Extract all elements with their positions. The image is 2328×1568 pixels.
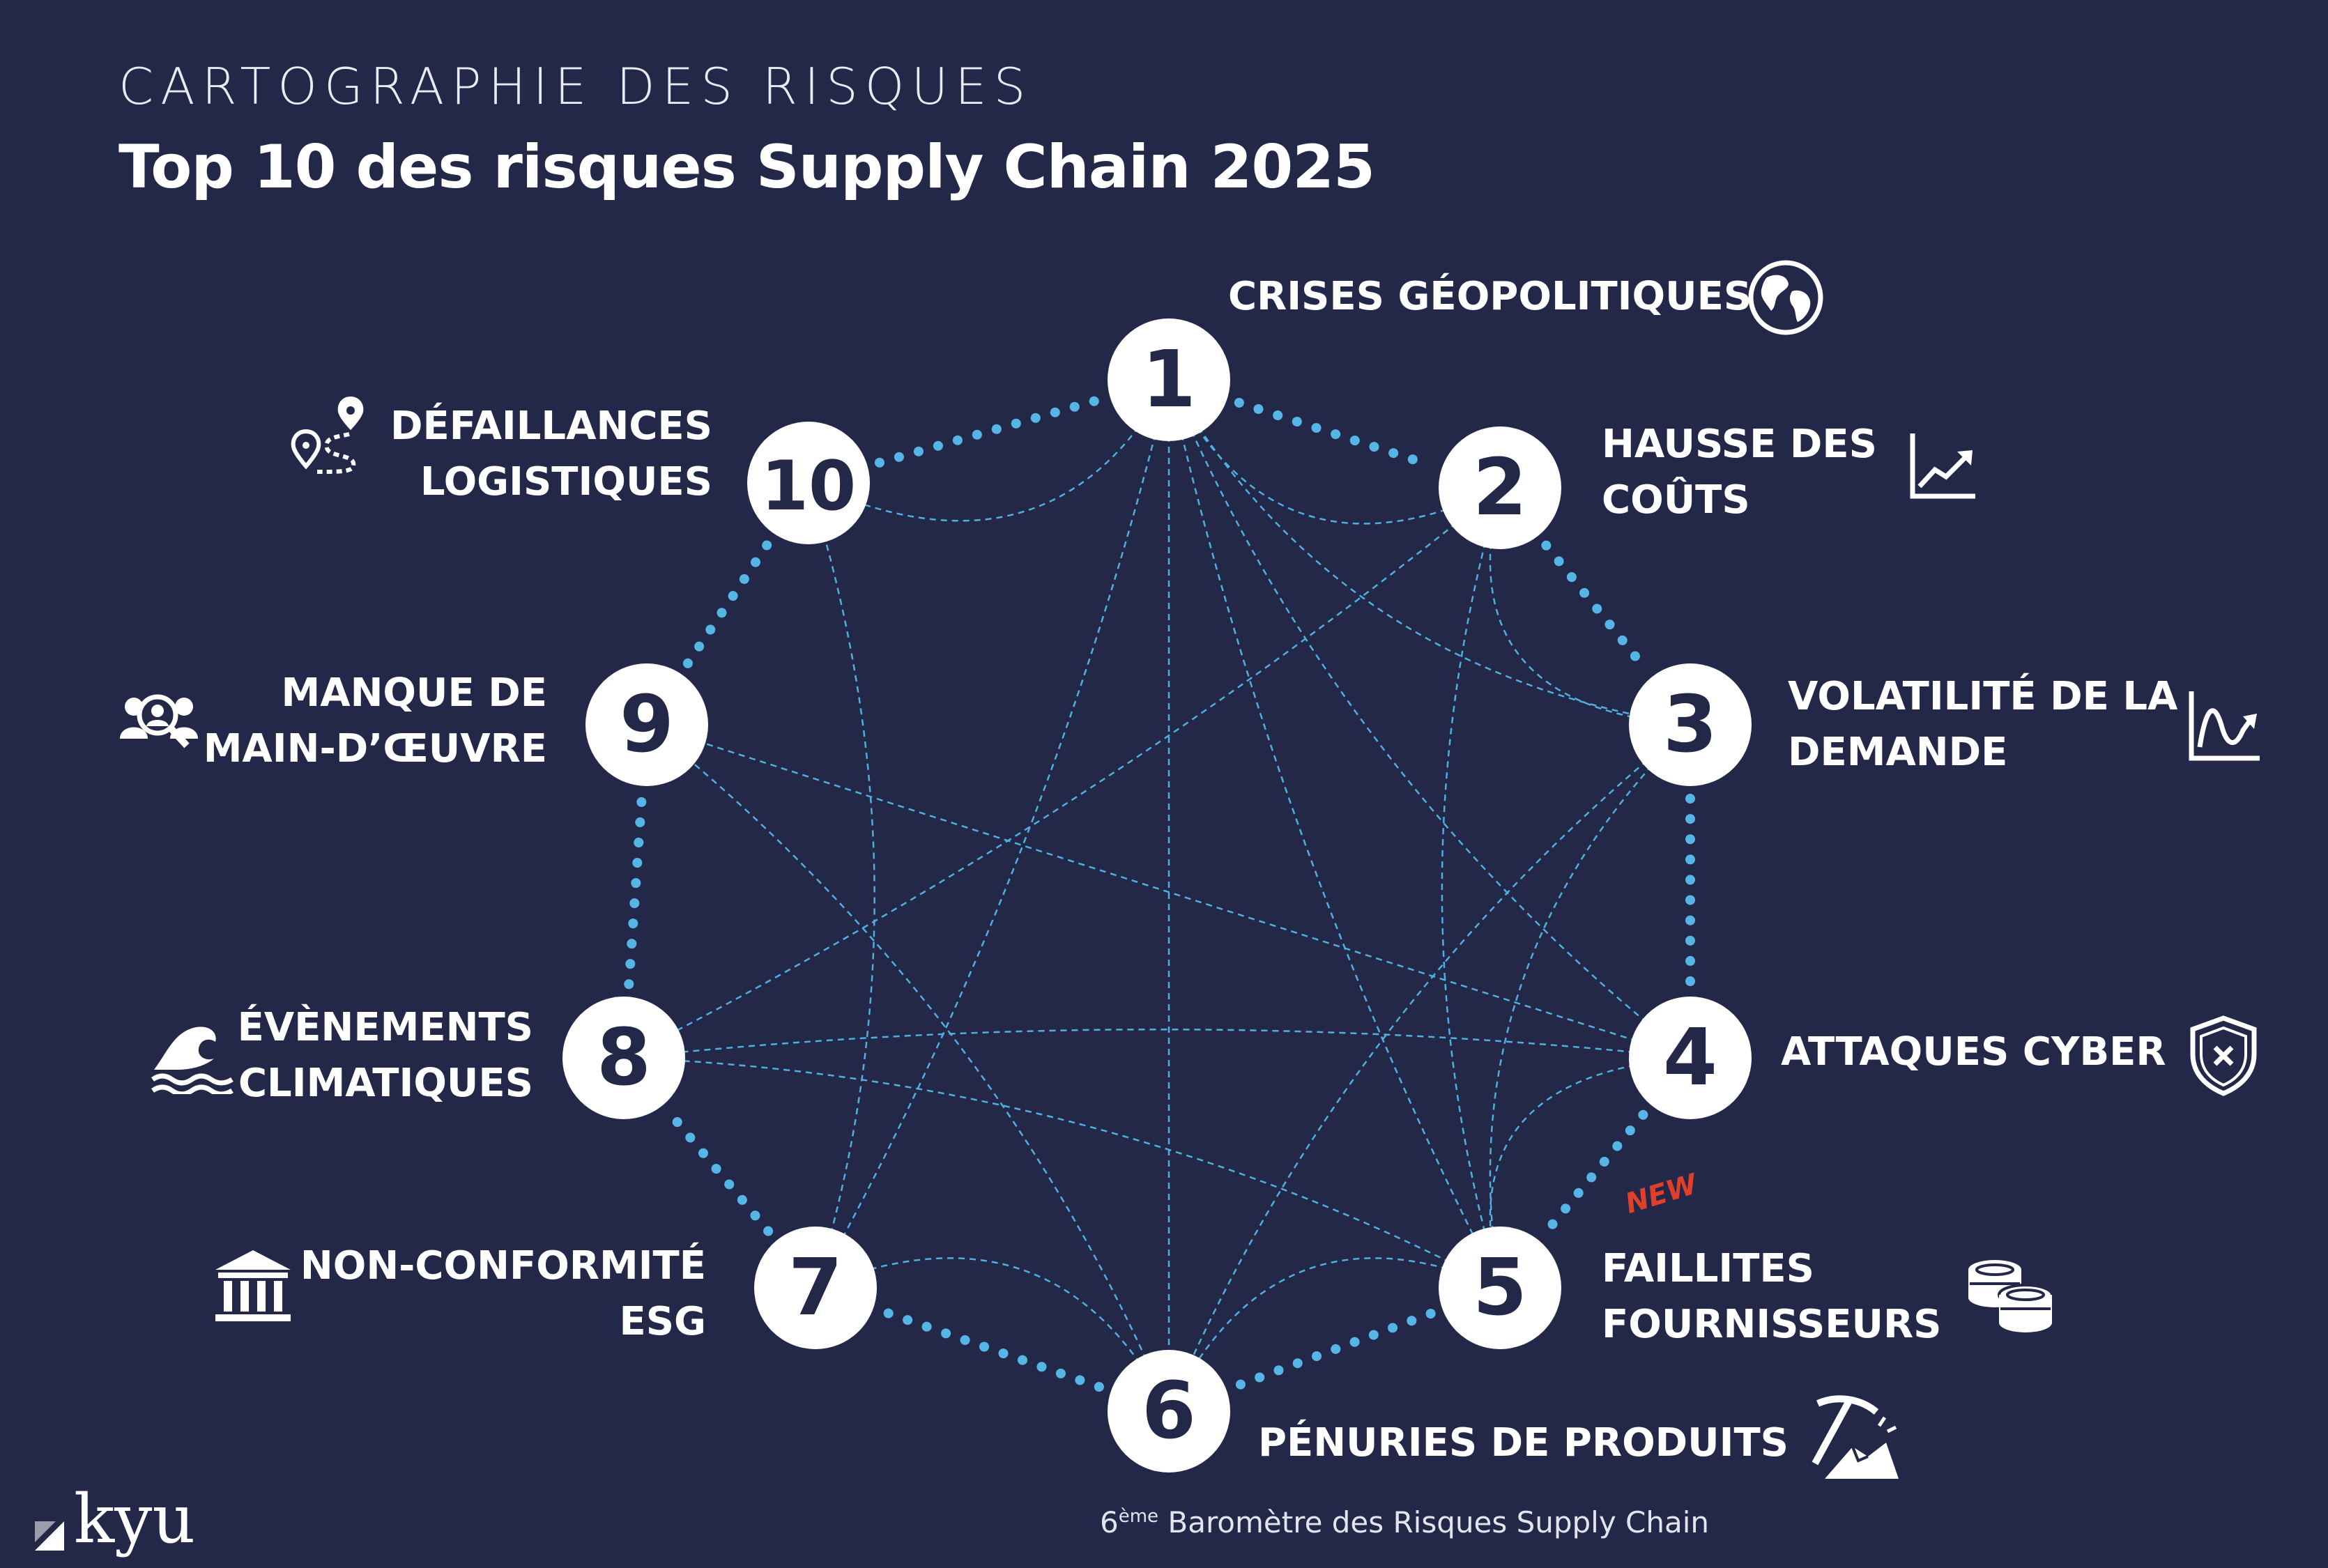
connection-5-8	[623, 1056, 1501, 1289]
risk-node-circle-8	[562, 997, 685, 1119]
risk-rank-5: 5	[1473, 1243, 1527, 1333]
connection-2-5	[1441, 487, 1501, 1289]
connection-3-6	[1167, 724, 1691, 1412]
rising-chart-icon	[1910, 433, 1975, 499]
ring-segment	[1541, 540, 1649, 672]
risk-rank-2: 2	[1473, 443, 1527, 533]
kyu-logo: kyu	[35, 1480, 196, 1558]
risk-connections	[623, 379, 1691, 1412]
connection-3-5	[1489, 724, 1691, 1289]
demand-curve-icon	[2189, 691, 2260, 761]
connection-1-5	[1167, 379, 1501, 1289]
ring-segment	[682, 539, 773, 668]
risk-node-circle-2	[1439, 426, 1561, 549]
wave-icon	[151, 1027, 233, 1094]
risk-node-circle-4	[1629, 997, 1752, 1119]
slide-title: Top 10 des risques Supply Chain 2025	[118, 132, 1375, 202]
risk-node-1: 1	[1108, 318, 1230, 441]
risk-node-5: 5	[1439, 1227, 1561, 1349]
connection-1-3	[1167, 379, 1691, 726]
risk-node-circle-10	[747, 422, 870, 544]
risk-node-3: 3	[1629, 663, 1752, 786]
risk-node-circle-6	[1108, 1350, 1230, 1473]
risk-rank-4: 4	[1663, 1013, 1717, 1103]
risk-rank-10: 10	[761, 447, 856, 526]
ring-segment	[1234, 397, 1435, 470]
connection-6-9	[646, 724, 1170, 1412]
risk-node-circle-1	[1108, 318, 1230, 441]
globe-icon	[1748, 260, 1823, 335]
connection-5-6	[1167, 1257, 1501, 1412]
ring-segment	[874, 395, 1103, 468]
connection-1-10	[808, 379, 1170, 522]
risk-node-6: 6	[1108, 1350, 1230, 1473]
risk-node-9: 9	[585, 663, 708, 786]
kyu-logo-icon	[35, 1521, 64, 1551]
shield-x-icon	[2190, 1015, 2257, 1096]
risk-node-8: 8	[562, 997, 685, 1119]
risk-node-4: 4	[1629, 997, 1752, 1119]
risk-node-circle-5	[1439, 1227, 1561, 1349]
risk-rank-9: 9	[620, 679, 674, 770]
risk-nodes: 1 2 3 4 5 6 7 8 9 10	[562, 318, 1752, 1473]
connection-4-8	[623, 1028, 1691, 1059]
risk-rank-8: 8	[597, 1013, 651, 1103]
risk-rank-3: 3	[1663, 679, 1717, 770]
connection-1-4	[1167, 379, 1691, 1059]
risk-ring	[624, 395, 1695, 1392]
risk-node-10: 10	[747, 422, 870, 544]
coins-icon	[1968, 1260, 2053, 1332]
risk-node-circle-3	[1629, 663, 1752, 786]
ring-segment	[1542, 1109, 1648, 1236]
risk-rank-7: 7	[788, 1243, 843, 1333]
risk-node-circle-7	[754, 1227, 877, 1349]
slide-kicker: CARTOGRAPHIE DES RISQUES	[118, 57, 1033, 116]
connection-1-7	[814, 379, 1170, 1289]
connection-2-8	[623, 487, 1501, 1059]
connection-4-9	[646, 723, 1691, 1059]
risk-label-6: PÉNURIES DE PRODUITS	[1258, 1420, 1789, 1466]
risk-rank-1: 1	[1142, 335, 1196, 425]
ring-segment	[880, 1307, 1104, 1392]
footer-caption: 6ème Baromètre des Risques Supply Chain	[1100, 1505, 1710, 1539]
risk-rank-6: 6	[1142, 1366, 1196, 1456]
institution-icon	[215, 1250, 291, 1321]
route-pin-icon	[291, 397, 364, 474]
risk-label-1: CRISES GÉOPOLITIQUES	[1228, 274, 1752, 319]
ring-segment	[1233, 1309, 1436, 1390]
risk-node-7: 7	[754, 1227, 877, 1349]
risk-node-2: 2	[1439, 426, 1561, 549]
risk-label-4: ATTAQUES CYBER	[1781, 1029, 2166, 1075]
ring-segment	[624, 793, 647, 990]
kyu-logo-text: kyu	[74, 1480, 196, 1558]
workforce-search-icon	[120, 694, 198, 748]
connection-7-10	[807, 482, 875, 1289]
risk-node-circle-9	[585, 663, 708, 786]
pickaxe-icon	[1812, 1395, 1899, 1479]
ring-segment	[666, 1109, 774, 1236]
